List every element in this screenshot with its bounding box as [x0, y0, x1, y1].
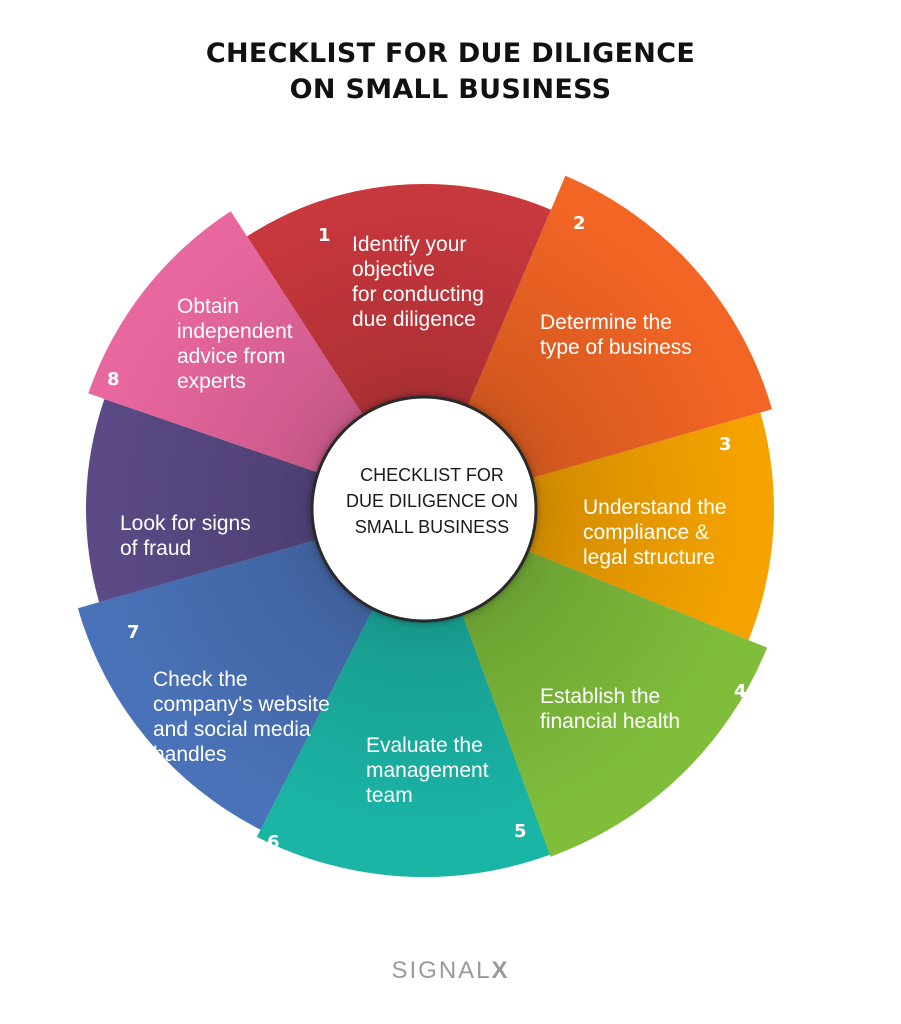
segment-4-number: 4 — [734, 681, 747, 702]
segment-8-number: 8 — [107, 369, 120, 390]
segment-1-label-line: Identify your — [352, 233, 466, 256]
segment-6-label-line: Check the — [153, 668, 248, 691]
segment-1-label-line: due diligence — [352, 308, 476, 331]
segment-5-label-line: team — [366, 784, 413, 807]
segment-5-shade — [256, 509, 550, 878]
segment-6-number: 6 — [267, 832, 280, 853]
segment-2-shade — [424, 175, 772, 510]
center-title-line: SMALL BUSINESS — [355, 517, 509, 537]
segment-5-number: 5 — [514, 821, 527, 842]
segment-2-label-line: type of business — [540, 336, 692, 359]
segment-8-label-line: Obtain — [177, 295, 239, 318]
segment-6-label-line: handles — [153, 743, 227, 766]
segment-4-label-line: financial health — [540, 710, 680, 733]
segment-8-label-line: experts — [177, 370, 246, 393]
segment-6-shade — [77, 509, 425, 830]
segment-4-label-line: Establish the — [540, 685, 660, 708]
center-circle — [310, 395, 538, 623]
segment-1-label-line: for conducting — [352, 283, 484, 306]
segment-6-label-line: and social media — [153, 718, 311, 741]
segment-3-shade — [424, 412, 774, 641]
segment-7-label-line: Look for signs — [120, 512, 251, 535]
segment-5-label-line: management — [366, 759, 489, 782]
segment-3-label-line: compliance & — [583, 521, 709, 544]
title-line-1: CHECKLIST FOR DUE DILIGENCE — [205, 38, 696, 69]
segment-2-number: 2 — [573, 213, 586, 234]
segment-4-shade — [424, 509, 768, 857]
page-title: CHECKLIST FOR DUE DILIGENCE ON SMALL BUS… — [0, 36, 901, 108]
segment-1-shade — [247, 183, 551, 509]
segment-3-label-line: Understand the — [583, 496, 727, 519]
brand-text: SIGNAL — [391, 957, 492, 984]
segment-7-number: 7 — [127, 622, 140, 643]
center-title-line: CHECKLIST FOR — [360, 465, 504, 485]
title-line-2: ON SMALL BUSINESS — [289, 74, 612, 105]
segment-1-label-line: objective — [352, 258, 435, 281]
center-title: CHECKLIST FOR DUE DILIGENCE ON SMALL BUSIN… — [346, 465, 518, 537]
brand-accent: X — [491, 957, 510, 984]
segment-1-number: 1 — [318, 225, 331, 246]
center-label: CHECKLIST FOR DUE DILIGENCE ON SMALL BUSIN… — [346, 465, 518, 537]
segment-8-label-line: advice from — [177, 345, 286, 368]
segment-8-label-line: independent — [177, 320, 293, 343]
segment-6-label-line: company's website — [153, 693, 330, 716]
segment-7-shade — [85, 399, 425, 603]
center-title-line: DUE DILIGENCE ON — [346, 491, 518, 511]
segment-2-label-line: Determine the — [540, 311, 672, 334]
segment-5-label-line: Evaluate the — [366, 734, 483, 757]
segment-3-number: 3 — [719, 434, 732, 455]
brand-logo: SIGNALX — [0, 957, 901, 985]
segment-3-label-line: legal structure — [583, 546, 715, 569]
segment-7-label-line: of fraud — [120, 537, 191, 560]
